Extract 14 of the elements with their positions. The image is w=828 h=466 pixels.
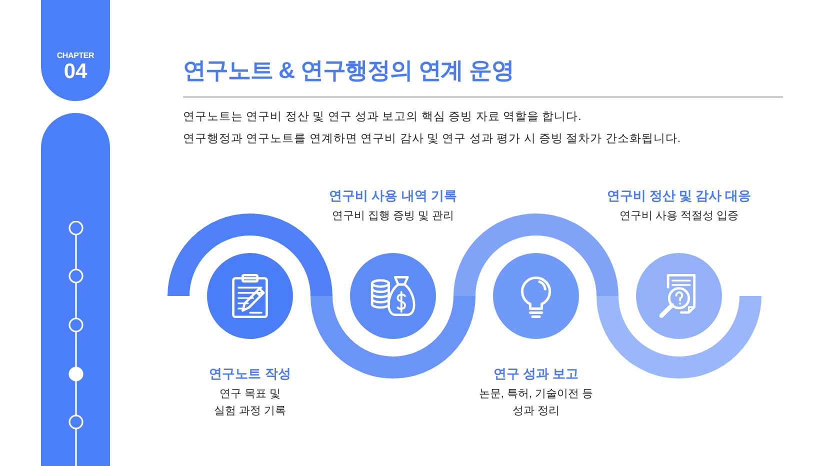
intro-text: 연구노트는 연구비 정산 및 연구 성과 보고의 핵심 증빙 자료 역할을 합니다.: [183, 110, 582, 125]
step-description: 연구 목표 및 실험 과정 기록: [212, 387, 288, 419]
page-title: 연구노트 & 연구행정의 연계 운영: [183, 56, 514, 85]
step-description: 논문, 특허, 기술이전 등 성과 정리: [478, 387, 594, 419]
chapter-tab: [41, 0, 110, 101]
intro-text: 연구행정과 연구노트를 연계하면 연구비 감사 및 연구 성과 평가 시 증빙 절차가 간소화됩니다.: [183, 132, 681, 147]
step-title: 연구비 정산 및 감사 대응: [606, 187, 752, 205]
step-title: 연구 성과 보고: [493, 365, 579, 383]
chapter-number: 04: [64, 61, 88, 83]
step-description: 연구비 집행 증빙 및 관리: [332, 209, 454, 224]
step-description: 연구비 사용 적절성 입증: [619, 209, 739, 224]
step-title: 연구노트 작성: [209, 365, 291, 383]
chapter-label: CHAPTER: [56, 51, 94, 61]
step-title: 연구비 사용 내역 기록: [329, 187, 457, 205]
